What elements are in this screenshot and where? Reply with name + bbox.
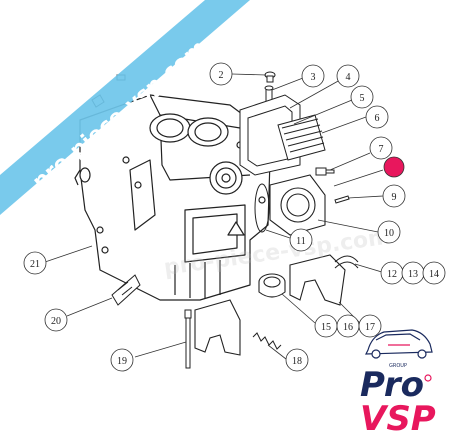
part-10-flange [269, 174, 326, 236]
callout-13: 13 [401, 261, 425, 285]
part-11-gasket [254, 183, 270, 233]
part-15-bushing [258, 273, 286, 298]
provsp-logo: GROUP Pro VSP [360, 329, 436, 439]
callout-4: 4 [336, 64, 360, 88]
logo-group-text: GROUP [389, 363, 407, 369]
svg-text:6: 6 [375, 113, 380, 124]
svg-text:2: 2 [219, 70, 224, 81]
callout-7: 7 [369, 136, 393, 160]
svg-text:21: 21 [30, 259, 40, 270]
svg-text:5: 5 [360, 93, 365, 104]
svg-text:10: 10 [384, 228, 394, 239]
svg-text:3: 3 [311, 72, 316, 83]
svg-text:20: 20 [51, 316, 61, 327]
callout-21: 21 [23, 251, 47, 275]
svg-text:11: 11 [296, 236, 306, 247]
callout-20: 20 [44, 308, 68, 332]
callout-8-highlighted [383, 156, 405, 178]
part-13-bearing-shell [334, 255, 359, 269]
logo-dot-icon [424, 374, 432, 382]
callout-19: 19 [110, 348, 134, 372]
part-12-bearing-cap [289, 254, 346, 306]
callout-12: 12 [380, 261, 404, 285]
svg-text:14: 14 [429, 269, 439, 280]
callout-9: 9 [382, 184, 406, 208]
part-19-long-bolt [184, 309, 192, 369]
part-17-lower-cap [194, 299, 241, 356]
callout-15: 15 [314, 314, 338, 338]
part-6-filter-element [277, 114, 326, 161]
svg-text:13: 13 [408, 269, 418, 280]
svg-text:4: 4 [346, 72, 351, 83]
callouts: 2 3 4 5 6 7 9 10 11 12 13 14 15 16 17 18… [23, 62, 446, 372]
svg-text:15: 15 [321, 322, 331, 333]
callout-14: 14 [422, 261, 446, 285]
svg-text:7: 7 [379, 144, 384, 155]
callout-17: 17 [358, 314, 382, 338]
part-20-bracket [111, 274, 141, 306]
svg-text:12: 12 [387, 269, 397, 280]
callout-6: 6 [365, 105, 389, 129]
part-18-spring [252, 332, 282, 350]
car-icon [365, 329, 433, 359]
engine-block [74, 94, 271, 301]
svg-text:18: 18 [292, 356, 302, 367]
logo-vsp-text: VSP [360, 399, 436, 439]
callout-2: 2 [209, 62, 233, 86]
callout-3: 3 [301, 64, 325, 88]
part-2-fitting [264, 71, 276, 83]
callout-11: 11 [289, 228, 313, 252]
logo-pro-text: Pro [360, 365, 424, 405]
callout-10: 10 [377, 220, 401, 244]
part-3-pin [264, 85, 274, 105]
svg-text:19: 19 [117, 356, 127, 367]
part-4-cover-plate [239, 94, 301, 176]
svg-text:17: 17 [365, 322, 375, 333]
svg-text:16: 16 [343, 322, 353, 333]
part-9-screw [334, 195, 350, 204]
callout-18: 18 [285, 348, 309, 372]
callout-16: 16 [336, 314, 360, 338]
svg-text:9: 9 [392, 192, 397, 203]
callout-5: 5 [350, 85, 374, 109]
